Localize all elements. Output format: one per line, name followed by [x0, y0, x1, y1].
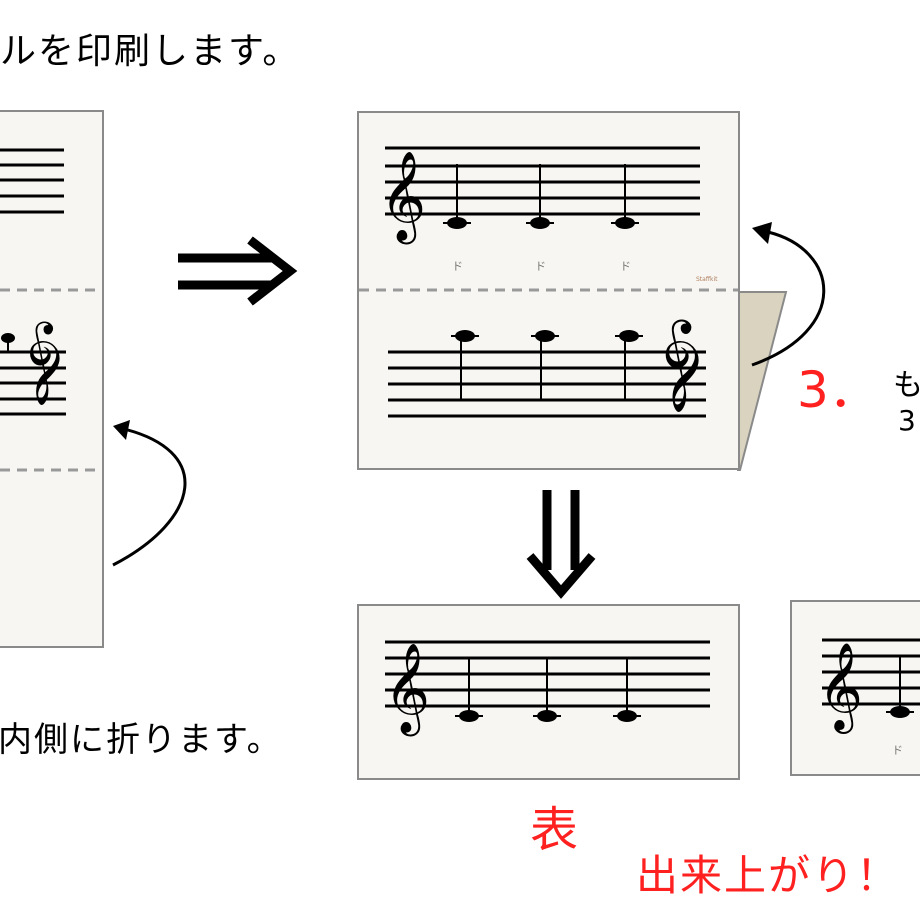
bottom-instruction: 内側に折ります。	[0, 720, 283, 760]
note-letter: ド	[535, 260, 546, 273]
note-letter: ド	[892, 744, 903, 757]
treble-clef-icon: 𝄞	[380, 151, 426, 245]
step-text-line1: も	[893, 368, 920, 403]
done-label: 出来上がり！	[636, 851, 901, 900]
small-tag: Staffkit	[696, 276, 718, 283]
top-instruction: ルを印刷します。	[0, 31, 301, 72]
treble-clef-icon: 𝄞	[384, 643, 430, 737]
step-text-line2: 3	[898, 404, 916, 437]
left-sheet	[0, 110, 104, 648]
front-label: 表	[530, 802, 579, 858]
treble-clef-icon: 𝄞	[818, 641, 863, 734]
treble-clef-icon: 𝄞	[27, 322, 68, 407]
step-number: 3．	[797, 361, 879, 419]
note-letter: ド	[620, 260, 631, 273]
note-letter: ド	[452, 260, 463, 273]
front-card	[357, 604, 740, 780]
treble-clef-icon: 𝄞	[662, 319, 708, 413]
